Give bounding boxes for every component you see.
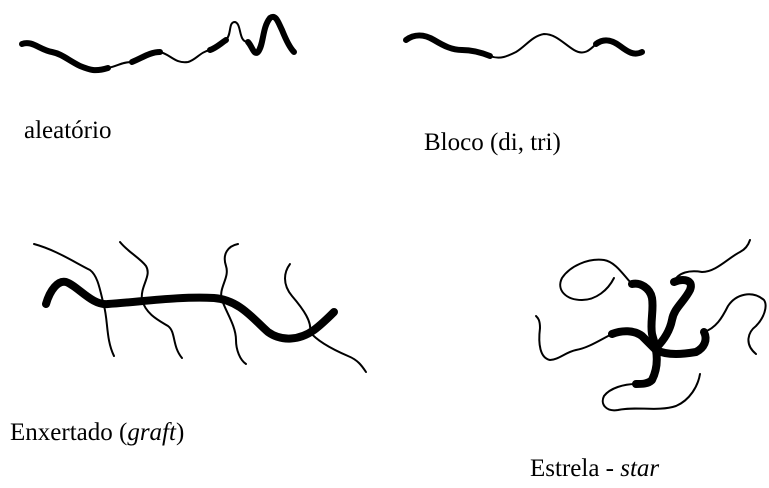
graft-label-close: ) [176, 419, 184, 446]
random-copolymer-label: aleatório [24, 118, 111, 143]
graft-backbone [46, 282, 334, 339]
star-copolymer-label: Estrela - star [530, 456, 659, 481]
star-label-main: Estrela - [530, 455, 620, 482]
star-core [636, 350, 657, 384]
block-copolymer-label: Bloco (di, tri) [424, 130, 561, 155]
star-arm [560, 260, 632, 300]
star-arm [674, 240, 750, 282]
graft-label-main: Enxertado ( [10, 419, 127, 446]
graft-copolymer [34, 242, 366, 372]
block-copolymer-chain [406, 34, 642, 58]
graft-copolymer-label: Enxertado (graft) [10, 420, 184, 445]
star-copolymer [536, 240, 766, 410]
star-arm [536, 316, 612, 360]
graft-label-term: graft [127, 419, 176, 446]
random-copolymer-chain [22, 17, 294, 70]
star-core [656, 280, 691, 348]
star-arm [704, 294, 766, 354]
star-label-term: star [620, 455, 659, 482]
